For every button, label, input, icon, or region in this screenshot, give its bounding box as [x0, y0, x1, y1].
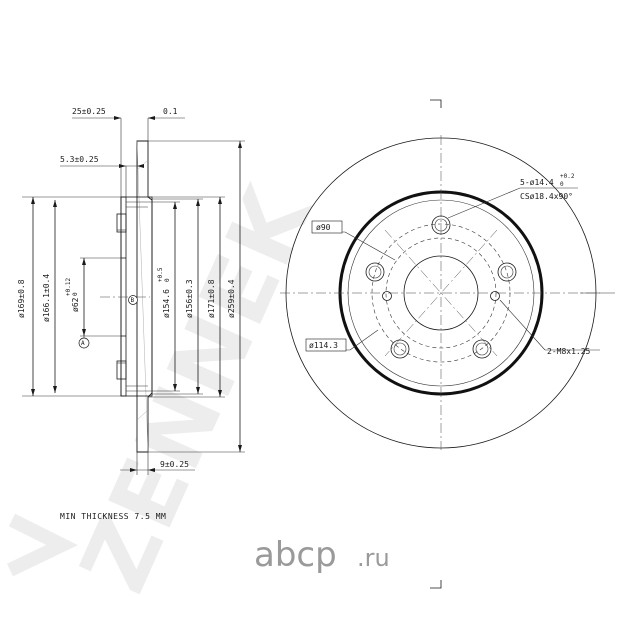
dim-d259: ø259±0.4 — [227, 279, 236, 318]
bolt-hole — [472, 339, 492, 359]
threaded-hole — [490, 291, 500, 301]
bolt-hole — [365, 262, 385, 282]
dim-d62-tol-lower: 0 — [72, 292, 79, 296]
datum-b-label: B — [131, 297, 135, 304]
dim-width: 25±0.25 — [72, 107, 106, 116]
dim-d169: ø169±0.8 — [17, 279, 26, 318]
datum-b-marker — [128, 295, 138, 305]
datum-a-label: A — [81, 340, 85, 347]
front-labels: 5-ø14.4 +0.2 0 CSø18.4x90° ø90 ø114.3 2-… — [305, 173, 600, 356]
dim-d171: ø171±0.8 — [207, 279, 216, 318]
top-dimensions: 25±0.25 0.1 5.3±0.25 — [60, 107, 185, 197]
watermark-chevron — [6, 513, 78, 577]
dim-d156: ø156±0.3 — [185, 279, 194, 318]
bottom-dimension: 9±0.25 — [120, 452, 195, 475]
note-min-thickness: MIN THICKNESS 7.5 MM — [60, 512, 166, 521]
dim-d62-tol-upper: +0.12 — [65, 278, 72, 296]
threaded-holes — [382, 291, 500, 301]
dim-thickness: 9±0.25 — [160, 460, 189, 469]
dim-hat-depth: 5.3±0.25 — [60, 155, 99, 164]
brand-tld: .ru — [357, 544, 390, 572]
datum-a-marker — [78, 337, 90, 349]
brand-name: abcp — [254, 535, 337, 575]
side-view: 25±0.25 0.1 5.3±0.25 ø169±0.8 ø166.1±0.4 — [17, 107, 245, 475]
threaded-hole — [382, 291, 392, 301]
label-pcd: ø114.3 — [309, 341, 338, 350]
dim-d154-tol-lower: 0 — [164, 278, 171, 282]
label-chamfer: CSø18.4x90° — [520, 192, 573, 201]
bolt-holes — [365, 215, 517, 359]
brand-logo: abcp .ru — [254, 535, 390, 575]
label-holes: 5-ø14.4 — [520, 178, 554, 187]
bolt-hole — [390, 339, 410, 359]
dim-d154-tol-upper: +0.5 — [157, 267, 164, 282]
label-threads: 2-M8x1.25 — [547, 347, 591, 356]
bolt-hole — [497, 262, 517, 282]
dim-d62: ø62 — [71, 297, 80, 312]
disc-section — [100, 140, 153, 453]
bolt-hole — [431, 215, 451, 235]
left-dimensions: ø169±0.8 ø166.1±0.4 ø62 +0.12 0 A B — [17, 196, 138, 397]
dim-d154: ø154.6 — [162, 289, 171, 318]
label-pcd-inner: ø90 — [316, 223, 331, 232]
front-view: 5-ø14.4 +0.2 0 CSø18.4x90° ø90 ø114.3 2-… — [280, 99, 615, 589]
label-holes-tol-lower: 0 — [560, 181, 564, 188]
dim-d166: ø166.1±0.4 — [42, 274, 51, 322]
right-dimensions: ø154.6 +0.5 0 ø156±0.3 ø171±0.8 ø259±0.4 — [148, 140, 245, 453]
label-holes-tol-upper: +0.2 — [560, 173, 575, 180]
dim-runout: 0.1 — [163, 107, 178, 116]
